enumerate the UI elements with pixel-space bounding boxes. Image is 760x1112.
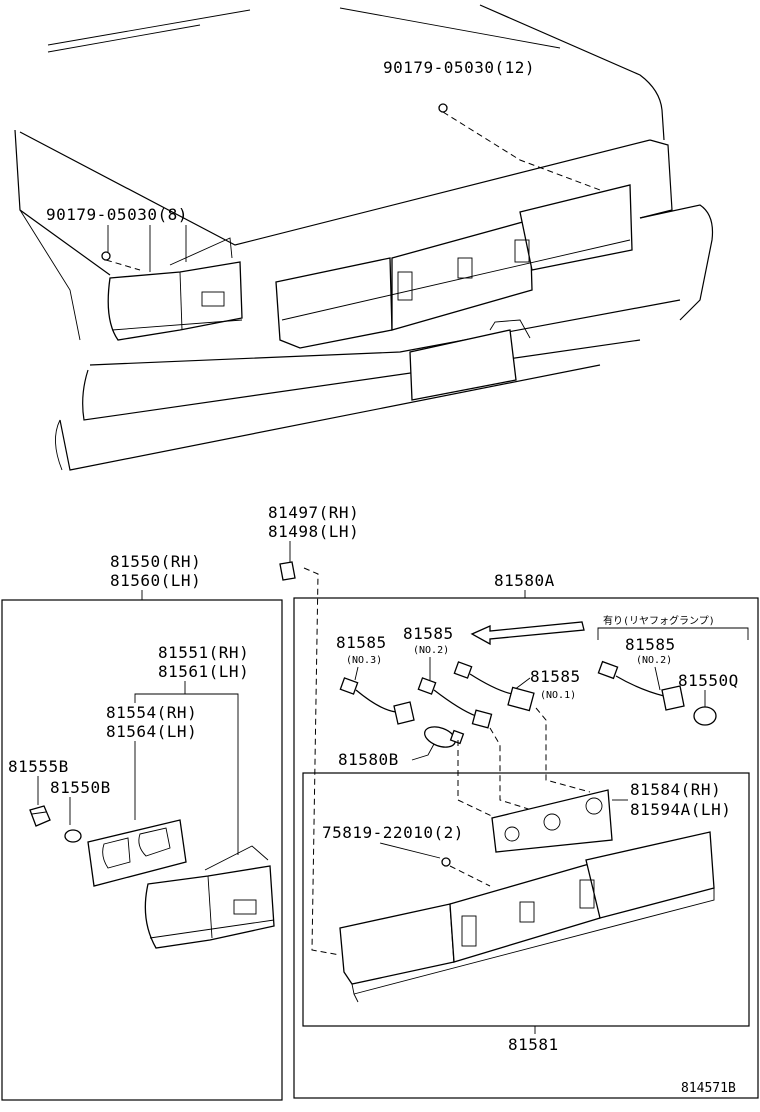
label-81498: 81498(LH) (268, 522, 359, 541)
tail-lamp-81551 (144, 845, 275, 949)
label-rear-fog-note: 有り(リヤフォグランプ) (603, 614, 715, 627)
wire-81585-no2 (417, 677, 493, 729)
label-81554: 81554(RH) (106, 703, 197, 722)
label-81555b: 81555B (8, 757, 69, 776)
bulb-81550b (64, 829, 82, 843)
wire-81585-no3 (339, 677, 415, 725)
label-bolt-upper: 90179-05030(12) (383, 58, 535, 77)
direction-arrow (470, 621, 585, 646)
label-81585-fog: 81585 (625, 635, 676, 654)
label-81564: 81564(LH) (106, 722, 197, 741)
label-81497: 81497(RH) (268, 503, 359, 522)
label-81551: 81551(RH) (158, 643, 249, 662)
label-81585-no1: 81585 (530, 667, 581, 686)
label-81585-no2-sub: (NO.2) (413, 645, 449, 656)
screw-75819 (441, 857, 451, 867)
bulb-81580b (424, 726, 465, 748)
label-81580a: 81580A (494, 571, 555, 590)
gasket-81554 (87, 819, 187, 887)
bulb-81550q (693, 706, 717, 726)
label-screw: 75819-22010(2) (322, 823, 464, 842)
label-81580b: 81580B (338, 750, 399, 769)
label-81550: 81550(RH) (110, 552, 201, 571)
wire-81585-no1 (453, 661, 535, 712)
label-81550b: 81550B (50, 778, 111, 797)
socket-81555b (29, 805, 51, 827)
label-81594a: 81594A(LH) (630, 800, 731, 819)
label-81560: 81560(LH) (110, 571, 201, 590)
socket-plate-81584 (491, 789, 613, 853)
garnish-assembly-box (293, 597, 759, 1099)
label-81581: 81581 (508, 1035, 559, 1054)
label-81585-fog-sub: (NO.2) (636, 655, 672, 666)
label-81585-no2: 81585 (403, 624, 454, 643)
car-rear-illustration (14, 4, 714, 471)
label-81550q: 81550Q (678, 671, 739, 690)
diagram-id: 814571B (681, 1081, 736, 1096)
garnish-81581 (339, 831, 715, 1003)
clip-81497 (279, 561, 296, 581)
label-81584: 81584(RH) (630, 780, 721, 799)
label-81585-no1-sub: (NO.1) (540, 690, 576, 701)
inner-garnish-box (302, 772, 750, 1027)
wire-81585-fog (597, 660, 685, 711)
label-bolt-left: 90179-05030(8) (46, 205, 188, 224)
label-81585-no3: 81585 (336, 633, 387, 652)
label-81561: 81561(LH) (158, 662, 249, 681)
label-81585-no3-sub: (NO.3) (346, 655, 382, 666)
